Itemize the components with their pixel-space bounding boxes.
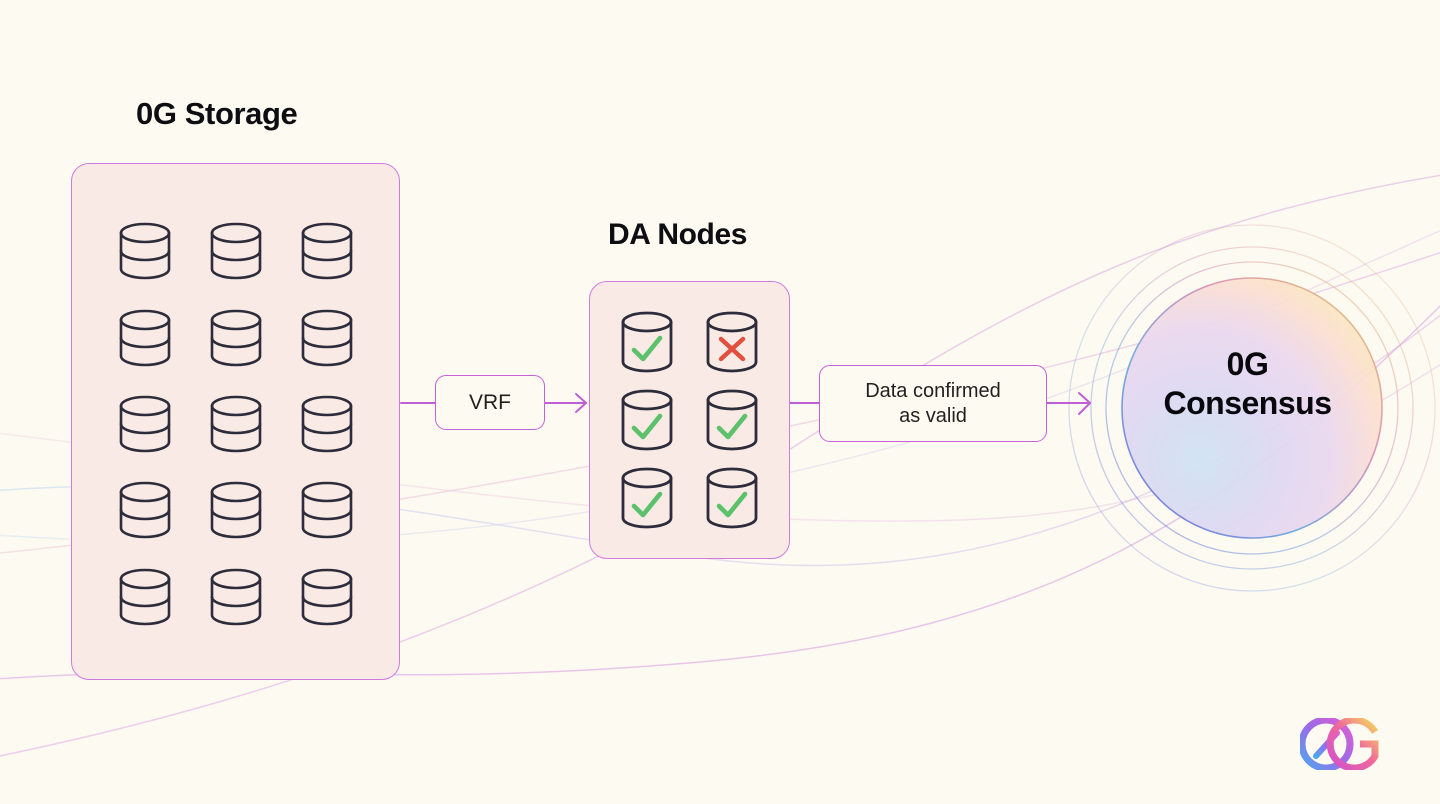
storage-node [99, 208, 190, 294]
storage-node [281, 208, 372, 294]
da-node-valid [605, 303, 690, 381]
storage-node [99, 294, 190, 380]
da-node-cylinder-icon [706, 389, 758, 451]
da-nodes-title: DA Nodes [608, 218, 748, 251]
database-cylinder-icon [301, 482, 352, 539]
database-cylinder-icon [119, 482, 170, 539]
database-cylinder-icon [301, 395, 352, 453]
da-node-cylinder-icon [621, 311, 673, 373]
storage-node [190, 467, 281, 553]
storage-node-grid [71, 163, 400, 680]
storage-node [281, 467, 372, 553]
storage-node [190, 208, 281, 294]
storage-node [99, 381, 190, 467]
storage-node [190, 294, 281, 380]
database-cylinder-icon [119, 568, 170, 626]
da-node-valid [690, 381, 775, 459]
arrow-vrf-to-da [544, 393, 587, 413]
da-node-valid [605, 381, 690, 459]
storage-node [99, 554, 190, 640]
vrf-label: VRF [469, 390, 511, 414]
da-node-valid [605, 459, 690, 537]
arrow-confirm-to-consensus [1046, 392, 1091, 415]
storage-node [281, 381, 372, 467]
database-cylinder-icon [301, 222, 352, 280]
check-icon [631, 491, 663, 518]
database-cylinder-icon [210, 568, 261, 626]
da-node-invalid [690, 303, 775, 381]
database-cylinder-icon [210, 222, 261, 280]
storage-node [281, 294, 372, 380]
storage-node [281, 554, 372, 640]
database-cylinder-icon [210, 309, 261, 366]
0g-logo-icon [1300, 718, 1379, 770]
database-cylinder-icon [301, 568, 352, 626]
check-icon [631, 335, 663, 362]
da-node-grid [589, 281, 790, 559]
database-cylinder-icon [119, 309, 170, 366]
database-cylinder-icon [119, 222, 170, 280]
database-cylinder-icon [119, 395, 170, 453]
da-node-cylinder-icon [706, 311, 758, 373]
da-node-cylinder-icon [621, 467, 673, 529]
database-cylinder-icon [210, 395, 261, 453]
check-icon [716, 413, 748, 440]
storage-node [190, 381, 281, 467]
check-icon [631, 413, 663, 440]
vrf-box[interactable]: VRF [435, 375, 545, 430]
storage-title: 0G Storage [136, 96, 298, 131]
da-node-cylinder-icon [621, 389, 673, 451]
storage-node [190, 554, 281, 640]
database-cylinder-icon [301, 309, 352, 366]
check-icon [716, 491, 748, 518]
storage-node [99, 467, 190, 553]
da-node-cylinder-icon [706, 467, 758, 529]
cross-icon [718, 336, 745, 362]
database-cylinder-icon [210, 482, 261, 539]
da-node-valid [690, 459, 775, 537]
storage-panel [71, 163, 400, 680]
